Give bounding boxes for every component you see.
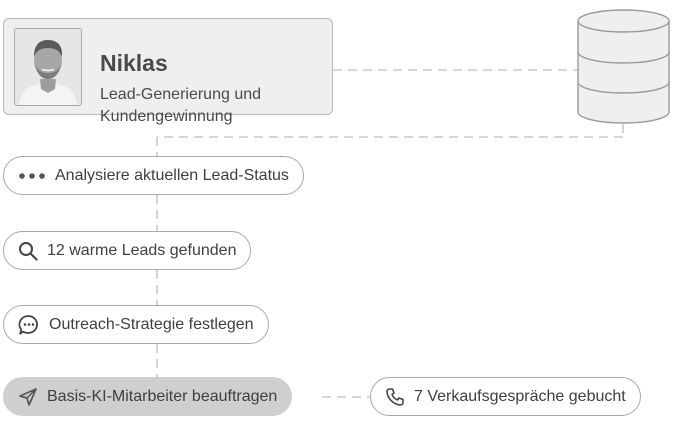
more-dots-icon <box>18 172 46 180</box>
step-label: 12 warme Leads gefunden <box>47 241 237 259</box>
agent-profile-card: Niklas Lead-Generierung und Kundengewinn… <box>3 18 333 125</box>
step-warm-leads-found[interactable]: 12 warme Leads gefunden <box>3 231 252 270</box>
step-analyze-lead-status[interactable]: Analysiere aktuellen Lead-Status <box>3 156 304 195</box>
result-sales-calls-booked[interactable]: 7 Verkaufsgespräche gebucht <box>370 377 641 416</box>
step-outreach-strategy[interactable]: Outreach-Strategie festlegen <box>3 305 269 344</box>
search-icon <box>18 241 38 261</box>
step-label: Outreach-Strategie festlegen <box>49 315 254 333</box>
agent-name: Niklas <box>100 50 168 76</box>
chat-bubble-icon <box>18 314 40 336</box>
database-icon <box>576 8 671 131</box>
phone-icon <box>385 387 405 407</box>
agent-role: Lead-Generierung und Kundengewinnung <box>100 86 262 125</box>
send-icon <box>18 387 38 407</box>
step-label: Analysiere aktuellen Lead-Status <box>55 166 289 184</box>
step-label: Basis-KI-Mitarbeiter beauftragen <box>47 387 278 405</box>
step-assign-ai-employee[interactable]: Basis-KI-Mitarbeiter beauftragen <box>3 377 293 416</box>
result-label: 7 Verkaufsgespräche gebucht <box>414 387 626 405</box>
person-portrait-icon <box>14 28 82 106</box>
